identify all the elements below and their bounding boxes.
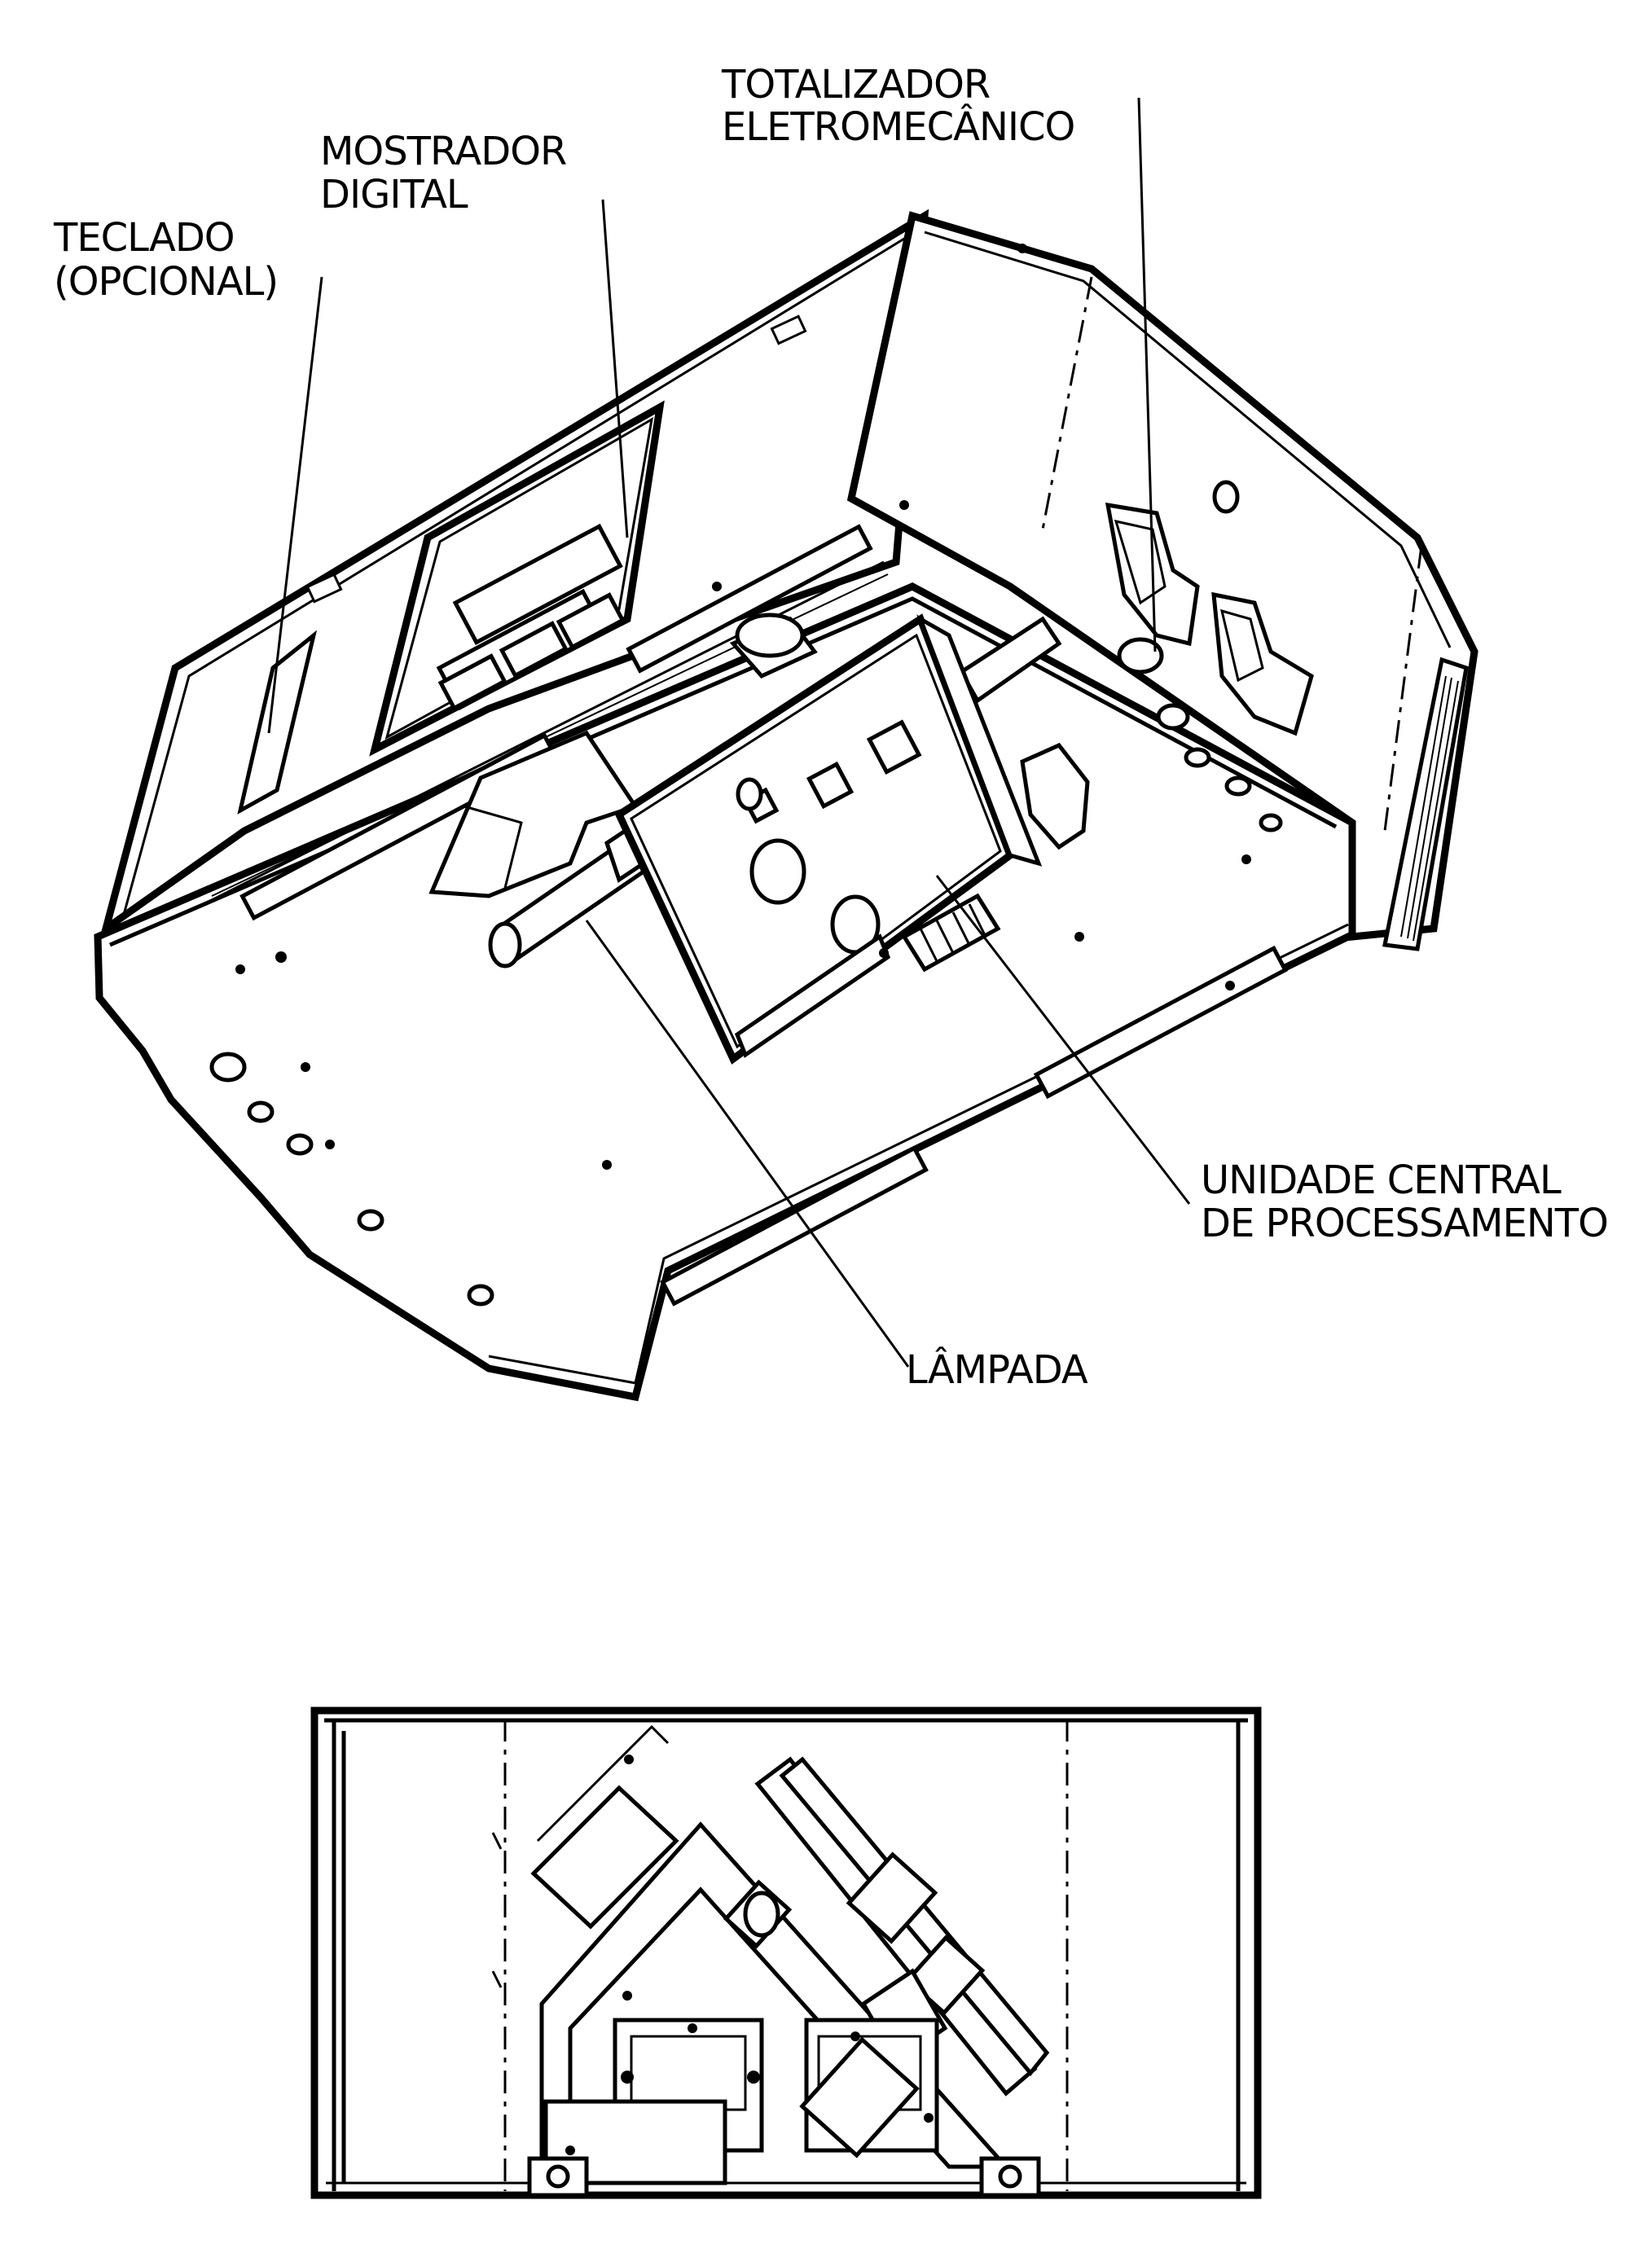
callout-labels: TOTALIZADOR ELETROMECÂNICO MOSTRADOR DIG… [53, 62, 1609, 1393]
lamp-bracket [428, 730, 639, 898]
label-mostrador-1: MOSTRADOR [320, 129, 566, 174]
cpu-board [614, 613, 1043, 1065]
digital-display-unit [369, 400, 665, 757]
top-view [310, 1706, 1262, 2199]
label-totalizador-1: TOTALIZADOR [721, 62, 990, 108]
label-unidade-2: DE PROCESSAMENTO [1201, 1201, 1608, 1246]
keypad-slot [237, 630, 318, 815]
label-teclado-1: TECLADO [53, 215, 235, 261]
label-totalizador-2: ELETROMECÂNICO [722, 103, 1074, 150]
label-mostrador-2: DIGITAL [320, 172, 468, 217]
plate-holes [209, 244, 1283, 1307]
label-teclado-2: (OPCIONAL) [54, 259, 278, 305]
leader-lines [267, 97, 1191, 1368]
label-unidade-1: UNIDADE CENTRAL [1201, 1157, 1562, 1203]
label-lampada: LÂMPADA [906, 1346, 1088, 1393]
